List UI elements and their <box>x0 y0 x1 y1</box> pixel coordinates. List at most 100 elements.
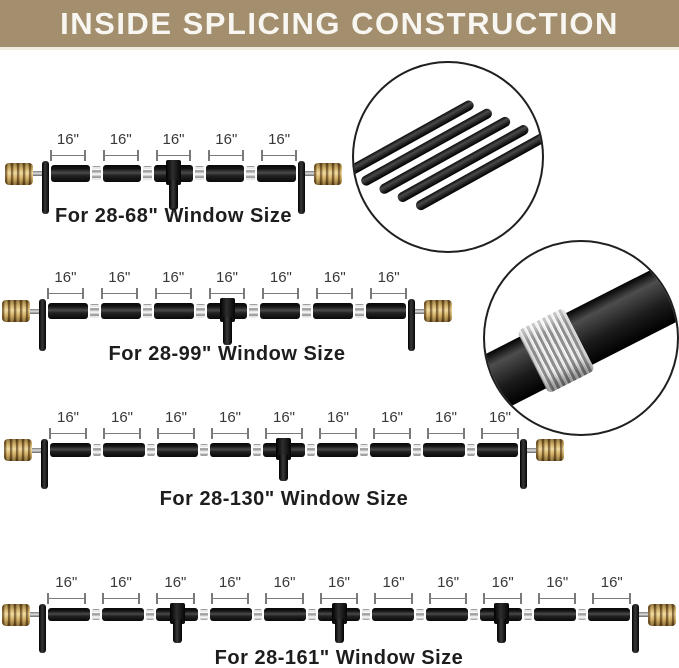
dimension-label: 16" <box>269 269 292 286</box>
finial-stem <box>32 447 41 453</box>
dimension-label: 16" <box>218 409 241 426</box>
dim-tick <box>102 150 105 161</box>
splice-circle-inset <box>483 240 679 436</box>
dimension-line <box>370 288 408 299</box>
dimension-label: 16" <box>108 269 131 286</box>
rod-segment <box>534 608 576 621</box>
dimension-line <box>319 593 359 604</box>
support-bracket-collar <box>219 298 235 322</box>
dimension-rule <box>320 433 356 434</box>
support-bracket-collar <box>331 603 347 624</box>
rod-segment <box>264 608 306 621</box>
dim-tick <box>265 428 267 439</box>
dimension-line <box>316 288 354 299</box>
dim-tick <box>517 428 519 439</box>
dim-tick <box>81 288 84 299</box>
dimension-label: 16" <box>600 574 623 591</box>
rod-segment <box>156 443 198 457</box>
splice-connector <box>146 444 155 456</box>
rod-segment <box>102 608 144 621</box>
rod-segment <box>369 443 412 457</box>
dimension-label: 16" <box>273 574 296 591</box>
dim-tick <box>154 288 157 299</box>
splice-connector <box>524 609 532 620</box>
dim-tick <box>211 428 213 439</box>
dimension-label: 16" <box>56 409 79 426</box>
dimension-row: 16"16"16"16"16"16"16"16"16" <box>47 410 521 439</box>
rod-bundle-photo-icon <box>354 74 542 241</box>
dimension-rule <box>262 155 296 156</box>
support-bracket-collar <box>276 438 292 460</box>
dimension-label: 16" <box>162 131 185 148</box>
segment-dimension: 16" <box>265 410 303 439</box>
dim-tick <box>47 593 49 604</box>
segment-dimension: 16" <box>157 410 195 439</box>
dimension-rule <box>593 598 631 599</box>
segment-dimension: 16" <box>373 410 411 439</box>
dim-tick <box>83 593 86 604</box>
dimension-line <box>157 428 195 439</box>
dim-tick <box>49 428 51 439</box>
rod-diagram-4: 16"16"16"16"16"16"16"16"16"16"16"For 28-… <box>2 574 676 668</box>
rod-segment <box>426 608 468 621</box>
dimension-rule <box>374 433 410 434</box>
rod-segment <box>101 303 141 319</box>
dimension-line <box>262 288 300 299</box>
rod-segment <box>372 608 414 621</box>
dimension-rule <box>317 293 353 294</box>
splice-connector <box>362 609 370 620</box>
splice-connector <box>355 304 364 318</box>
dim-tick <box>319 428 321 439</box>
segment-dimension: 16" <box>103 410 141 439</box>
end-bracket-right <box>408 299 415 351</box>
splice-connector <box>92 609 100 620</box>
finial-stem <box>30 308 39 314</box>
rod-assembly <box>2 603 676 653</box>
segment-dimension: 16" <box>537 575 577 604</box>
rod-body <box>48 298 406 345</box>
splice-connector <box>143 304 152 318</box>
finial-right-icon <box>314 162 342 185</box>
dimension-rule <box>51 155 85 156</box>
dim-tick <box>294 150 297 161</box>
support-bracket-post <box>222 317 232 345</box>
dimension-line <box>265 593 304 604</box>
rod-body <box>50 438 518 481</box>
dim-tick <box>409 428 411 439</box>
dimension-label: 16" <box>268 131 291 148</box>
splice-connector-icon <box>516 307 596 394</box>
dimension-rule <box>212 433 248 434</box>
dim-tick <box>481 428 483 439</box>
dim-tick <box>247 593 250 604</box>
finial-left-icon <box>2 603 30 626</box>
segment-dimension: 16" <box>262 269 300 299</box>
dimension-label: 16" <box>109 574 132 591</box>
dim-tick <box>319 593 322 604</box>
dimension-rule <box>538 598 576 599</box>
dim-tick <box>465 593 468 604</box>
dimension-rule <box>155 293 191 294</box>
dim-tick <box>410 593 413 604</box>
dim-tick <box>192 593 195 604</box>
dim-tick <box>405 288 408 299</box>
finial-stem <box>305 171 314 176</box>
dim-tick <box>100 288 103 299</box>
rod-segment <box>154 303 194 319</box>
dimension-line <box>155 150 192 161</box>
dimension-rule <box>209 155 244 156</box>
splice-connector <box>93 444 102 456</box>
end-bracket-right <box>298 161 305 214</box>
rod-segment <box>480 603 522 643</box>
dimension-row: 16"16"16"16"16"16"16" <box>45 270 409 299</box>
finial-stem <box>639 612 648 617</box>
dim-tick <box>374 593 377 604</box>
dim-tick <box>83 150 86 161</box>
dimension-rule <box>158 433 194 434</box>
dimension-rule <box>101 293 137 294</box>
segment-dimension: 16" <box>102 132 139 161</box>
dim-tick <box>50 150 52 161</box>
dim-tick <box>157 428 159 439</box>
splice-connector <box>302 304 311 318</box>
finial-stem <box>527 447 536 453</box>
segment-dimension: 16" <box>208 270 246 299</box>
